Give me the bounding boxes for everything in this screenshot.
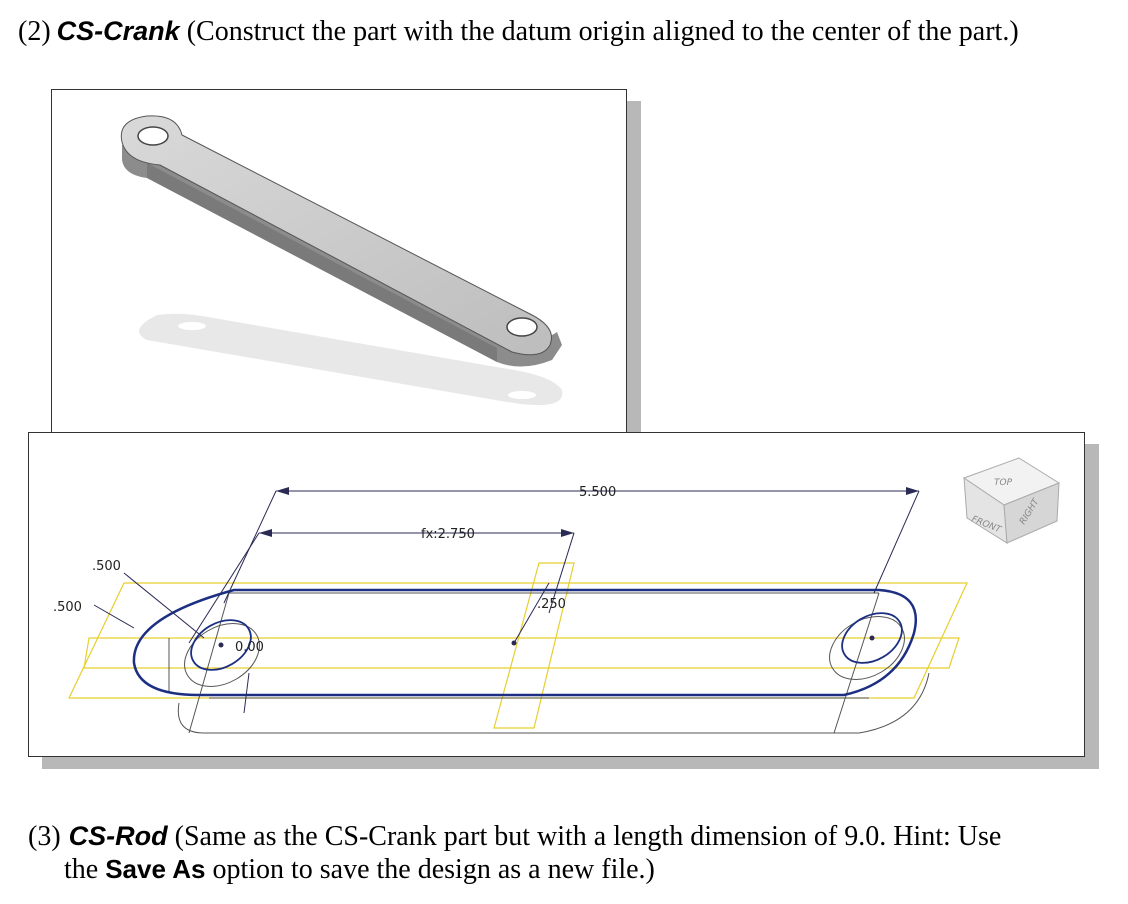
dim-half-length: fx:2.750 — [421, 527, 475, 542]
dim-thickness: .250 — [537, 597, 566, 612]
crank-hole-left — [137, 126, 169, 146]
view-cube-top-label: TOP — [994, 478, 1013, 488]
section-3-line-2: the Save As option to save the design as… — [28, 853, 1001, 886]
crank-sketch-view: 5.500 fx:2.750 .500 .500 0.00 .250 TOP F… — [28, 432, 1085, 757]
crank-3d-render — [51, 89, 627, 436]
view-cube[interactable]: TOP FRONT RIGHT — [962, 457, 1061, 544]
sketch-profile — [132, 588, 917, 697]
section-number: (2) — [18, 16, 51, 47]
dim-overall-length: 5.500 — [579, 485, 616, 500]
save-as-command: Save As — [105, 854, 206, 884]
part-name: CS-Rod — [68, 821, 168, 851]
crank-render-svg — [120, 115, 563, 406]
dimension-lines — [93, 490, 920, 714]
section-number: (3) — [28, 821, 61, 852]
sketch-svg: 5.500 fx:2.750 .500 .500 0.00 .250 TOP F… — [53, 457, 1061, 734]
crank-body — [120, 115, 562, 367]
line-2-start: the — [64, 854, 99, 885]
solid-wireframe — [168, 592, 930, 734]
dimension-arrows — [218, 487, 919, 648]
section-3-line-1: (3)CS-Rod (Same as the CS-Crank part but… — [28, 820, 1001, 853]
dim-radius-a: .500 — [92, 559, 121, 574]
line-2-end: option to save the design as a new file.… — [212, 854, 655, 885]
part-name: CS-Crank — [56, 16, 180, 46]
section-2-heading: (2)CS-Crank (Construct the part with the… — [18, 16, 1019, 48]
section-3-text: (Same as the CS-Crank part but with a le… — [174, 821, 1002, 852]
dim-offset: 0.00 — [235, 640, 264, 655]
crank-hole-right — [506, 317, 538, 337]
part-shadow — [139, 313, 563, 406]
section-description: (Construct the part with the datum origi… — [186, 16, 1019, 47]
dim-radius-b: .500 — [53, 600, 82, 615]
section-3-paragraph: (3)CS-Rod (Same as the CS-Crank part but… — [28, 820, 1001, 886]
work-planes — [68, 562, 968, 729]
